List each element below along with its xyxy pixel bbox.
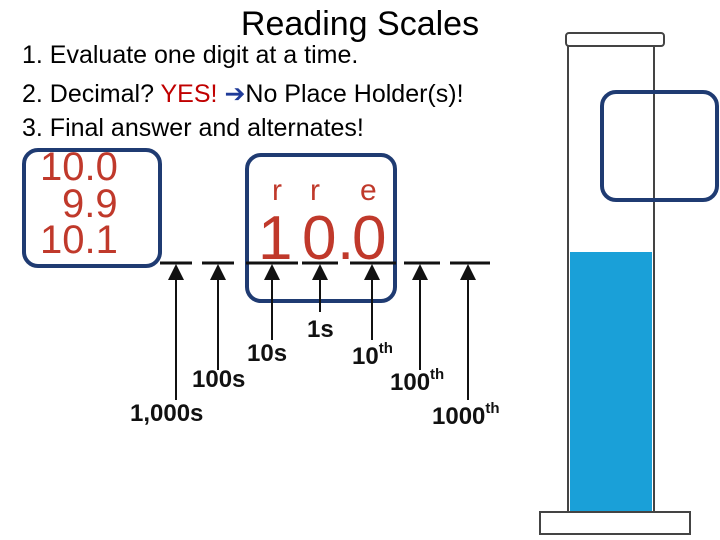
label-hundreds: 100s [192, 366, 245, 394]
label-tens: 10s [247, 340, 287, 368]
label-thousands: 1,000s [130, 400, 203, 428]
label-hundredths: 100th [390, 366, 444, 397]
label-thousandths: 1000th [432, 400, 500, 431]
label-ones: 1s [307, 316, 334, 344]
label-tenths: 10th [352, 340, 393, 371]
